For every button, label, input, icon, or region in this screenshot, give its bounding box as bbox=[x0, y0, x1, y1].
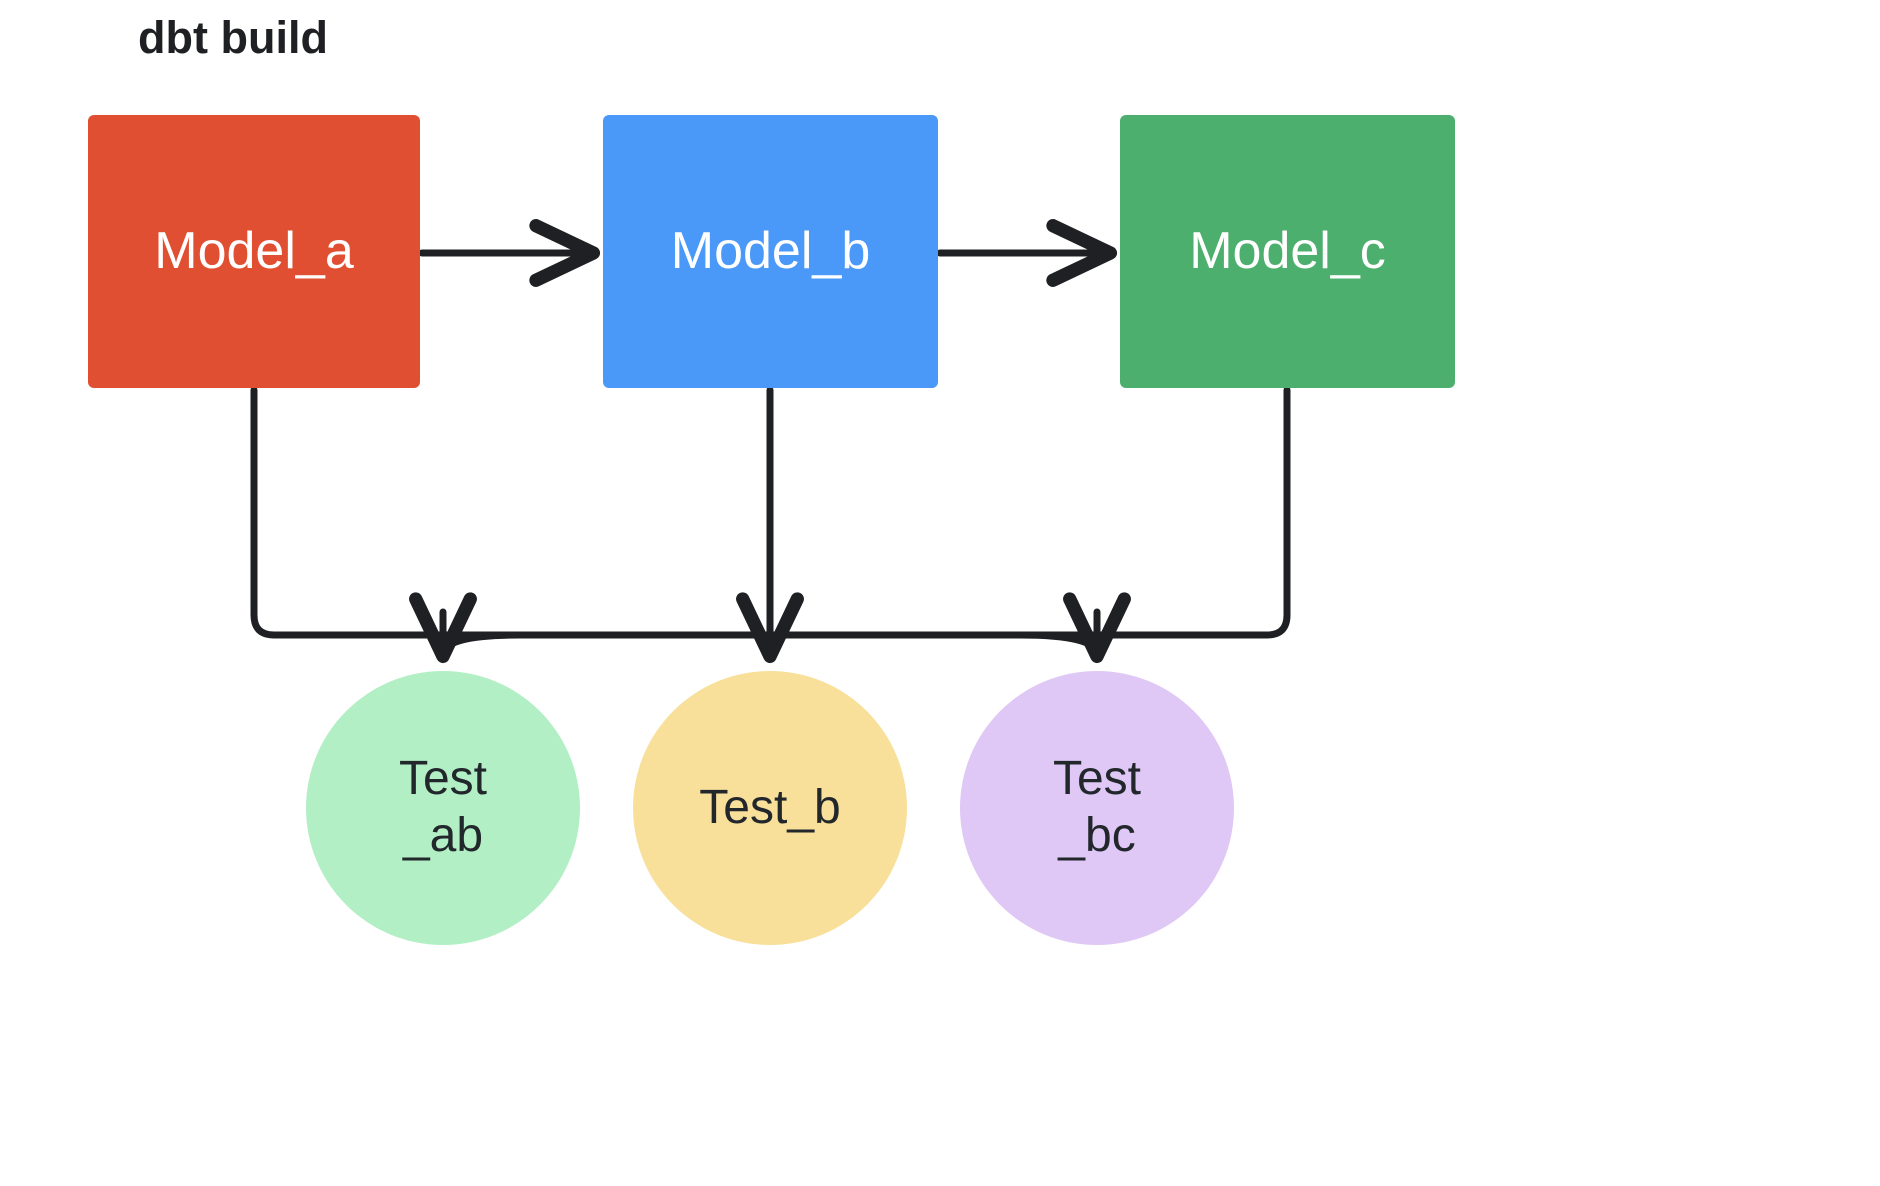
node-model-b-label: Model_b bbox=[670, 221, 871, 280]
node-model-a[interactable]: Model_a bbox=[88, 115, 420, 388]
node-model-a-label: Model_a bbox=[154, 221, 354, 280]
node-model-b[interactable]: Model_b bbox=[603, 115, 938, 388]
connector-model-a-bus bbox=[250, 386, 774, 639]
node-test-b-label: Test_b bbox=[699, 780, 841, 834]
node-test-bc[interactable]: Test _bc bbox=[960, 671, 1234, 945]
node-test-b[interactable]: Test_b bbox=[633, 671, 907, 945]
node-test-ab-label: Test _ab bbox=[398, 752, 488, 862]
node-model-c[interactable]: Model_c bbox=[1120, 115, 1455, 388]
node-test-bc-label: Test _bc bbox=[1052, 752, 1142, 862]
connector-model-c-bus bbox=[766, 386, 1291, 639]
node-test-ab[interactable]: Test _ab bbox=[306, 671, 580, 945]
node-model-c-label: Model_c bbox=[1189, 221, 1386, 280]
diagram-title: dbt build bbox=[138, 12, 328, 63]
